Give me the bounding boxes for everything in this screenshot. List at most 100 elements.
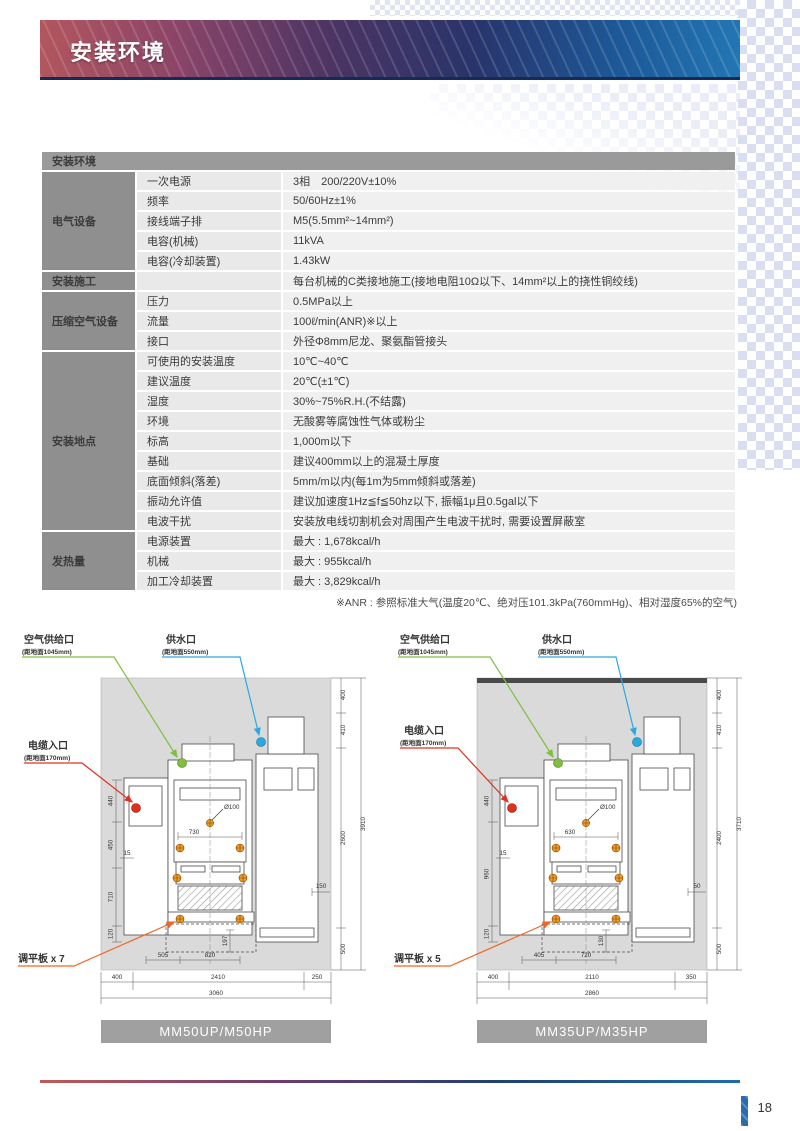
dims-left [488, 779, 510, 943]
dims-right [687, 677, 742, 971]
cable-entry-point [507, 803, 517, 813]
dim-bottom-0: 400 [112, 974, 123, 981]
row-value: 0.5MPa以上 [283, 292, 735, 310]
water-supply-sub: (距地面550mm) [162, 647, 208, 656]
leveling-plate-markers [548, 843, 624, 924]
dim-foot-depth: 197 [222, 935, 229, 946]
leveling-label: 调平板 x 7 [18, 952, 65, 965]
row-label: 一次电源 [137, 172, 281, 190]
dim-foot-center: 820 [205, 952, 216, 959]
water-supply-callout: 供水口 (距地面550mm) [162, 633, 261, 737]
cable-entry-point [131, 803, 141, 813]
dim-foot-center: 720 [581, 952, 592, 959]
dim-bottom-2: 250 [312, 974, 323, 981]
dims-right [311, 677, 366, 971]
leveling-plate-markers [172, 843, 248, 924]
dim-left-offset: 15 [123, 850, 131, 857]
page-number-bar [741, 1096, 748, 1126]
row-value: 最大 : 3,829kcal/h [283, 572, 735, 590]
dim-left-3: 120 [108, 928, 115, 939]
row-label: 频率 [137, 192, 281, 210]
model-label-bar: MM35UP/M35HP [477, 1020, 707, 1043]
dim-bottom-2: 350 [686, 974, 697, 981]
row-value: 无酸雾等腐蚀性气体或粉尘 [283, 412, 735, 430]
row-label: 接口 [137, 332, 281, 350]
dim-bottom-0: 400 [488, 974, 499, 981]
row-label: 标高 [137, 432, 281, 450]
row-value: 1,000m以下 [283, 432, 735, 450]
dims-left [112, 779, 134, 943]
air-supply-sub: (距地面1045mm) [22, 647, 72, 656]
row-value: 5mm/m以内(每1m为5mm倾斜或落差) [283, 472, 735, 490]
footer-rule [40, 1080, 740, 1083]
water-supply-point [256, 737, 266, 747]
spindle-dim-label: Ø100 [224, 804, 240, 811]
dim-foot-depth: 130 [598, 935, 605, 946]
dim-left-1: 450 [108, 839, 115, 850]
category-electrical: 电气设备 [42, 172, 135, 270]
cable-entry-sub: (距地面170mm) [400, 738, 446, 747]
air-supply-callout: 空气供给口 (距地面1045mm) [398, 633, 554, 759]
dim-bottom-total: 3060 [209, 990, 224, 997]
dims-inner [145, 832, 243, 964]
row-label: 振动允许值 [137, 492, 281, 510]
row-label: 压力 [137, 292, 281, 310]
row-label: 电源装置 [137, 532, 281, 550]
row-label: 基础 [137, 452, 281, 470]
spindle-marker: Ø100 [582, 804, 616, 827]
water-supply-point [632, 737, 642, 747]
category-install-site: 安装地点 [42, 352, 135, 530]
dims-bottom [100, 972, 332, 1004]
row-value: 1.43kW [283, 252, 735, 270]
model-label-bar: MM50UP/M50HP [101, 1020, 331, 1043]
dim-right-2: 2400 [716, 831, 723, 846]
installation-diagram-mm35: Ø100 空气供给口 (距地面1045mm) 供水口 (距地面550mm) 电缆… [392, 630, 757, 1048]
page-banner: 安装环境 [40, 20, 740, 80]
dim-right-inner: 50 [693, 883, 701, 890]
cable-entry-label: 电缆入口 [28, 739, 68, 752]
dim-right-1: 410 [340, 724, 347, 735]
row-label: 电容(冷却装置) [137, 252, 281, 270]
dims-inner [521, 832, 619, 964]
dim-bottom-total: 2860 [585, 990, 600, 997]
water-supply-sub: (距地面550mm) [538, 647, 584, 656]
dim-table-width: 630 [565, 829, 576, 836]
air-supply-callout: 空气供给口 (距地面1045mm) [22, 633, 178, 759]
dim-left-2: 710 [108, 891, 115, 902]
installation-diagram-mm50: Ø100 空气供给口 (距地面1045mm) 供水口 (距地面550mm) 电缆… [16, 630, 381, 1048]
dim-left-2: 120 [484, 928, 491, 939]
diamond-pattern-right [738, 0, 800, 470]
leveling-callout: 调平板 x 7 [18, 921, 176, 967]
model-name: MM50UP/M50HP [159, 1024, 272, 1039]
dim-right-3: 500 [716, 943, 723, 954]
dim-right-2: 2600 [340, 831, 347, 846]
category-installation-work: 安装施工 [42, 272, 135, 290]
row-value: M5(5.5mm²~14mm²) [283, 212, 735, 230]
spindle-marker: Ø100 [206, 804, 240, 827]
row-value: 100ℓ/min(ANR)※以上 [283, 312, 735, 330]
row-value: 20℃(±1℃) [283, 372, 735, 390]
page-title: 安装环境 [70, 40, 167, 65]
row-value: 50/60Hz±1% [283, 192, 735, 210]
water-supply-callout: 供水口 (距地面550mm) [538, 633, 637, 737]
model-name: MM35UP/M35HP [535, 1024, 648, 1039]
diagram-svg-mm35: Ø100 空气供给口 (距地面1045mm) 供水口 (距地面550mm) 电缆… [394, 633, 743, 1043]
dim-foot-left: 405 [534, 952, 545, 959]
water-supply-label: 供水口 [541, 633, 572, 646]
row-label: 环境 [137, 412, 281, 430]
leveling-label: 调平板 x 5 [394, 952, 441, 965]
row-value: 建议400mm以上的混凝土厚度 [283, 452, 735, 470]
row-label: 电容(机械) [137, 232, 281, 250]
row-label: 湿度 [137, 392, 281, 410]
row-label: 电波干扰 [137, 512, 281, 530]
row-label: 流量 [137, 312, 281, 330]
air-supply-label: 空气供给口 [400, 633, 450, 646]
row-value: 3相 200/220V±10% [283, 172, 735, 190]
air-supply-point [177, 758, 187, 768]
dim-bottom-1: 2410 [211, 974, 226, 981]
table-header: 安装环境 [42, 152, 735, 170]
spindle-dim-label: Ø100 [600, 804, 616, 811]
row-label [137, 272, 281, 290]
category-heat-output: 发热量 [42, 532, 135, 590]
row-value: 11kVA [283, 232, 735, 250]
